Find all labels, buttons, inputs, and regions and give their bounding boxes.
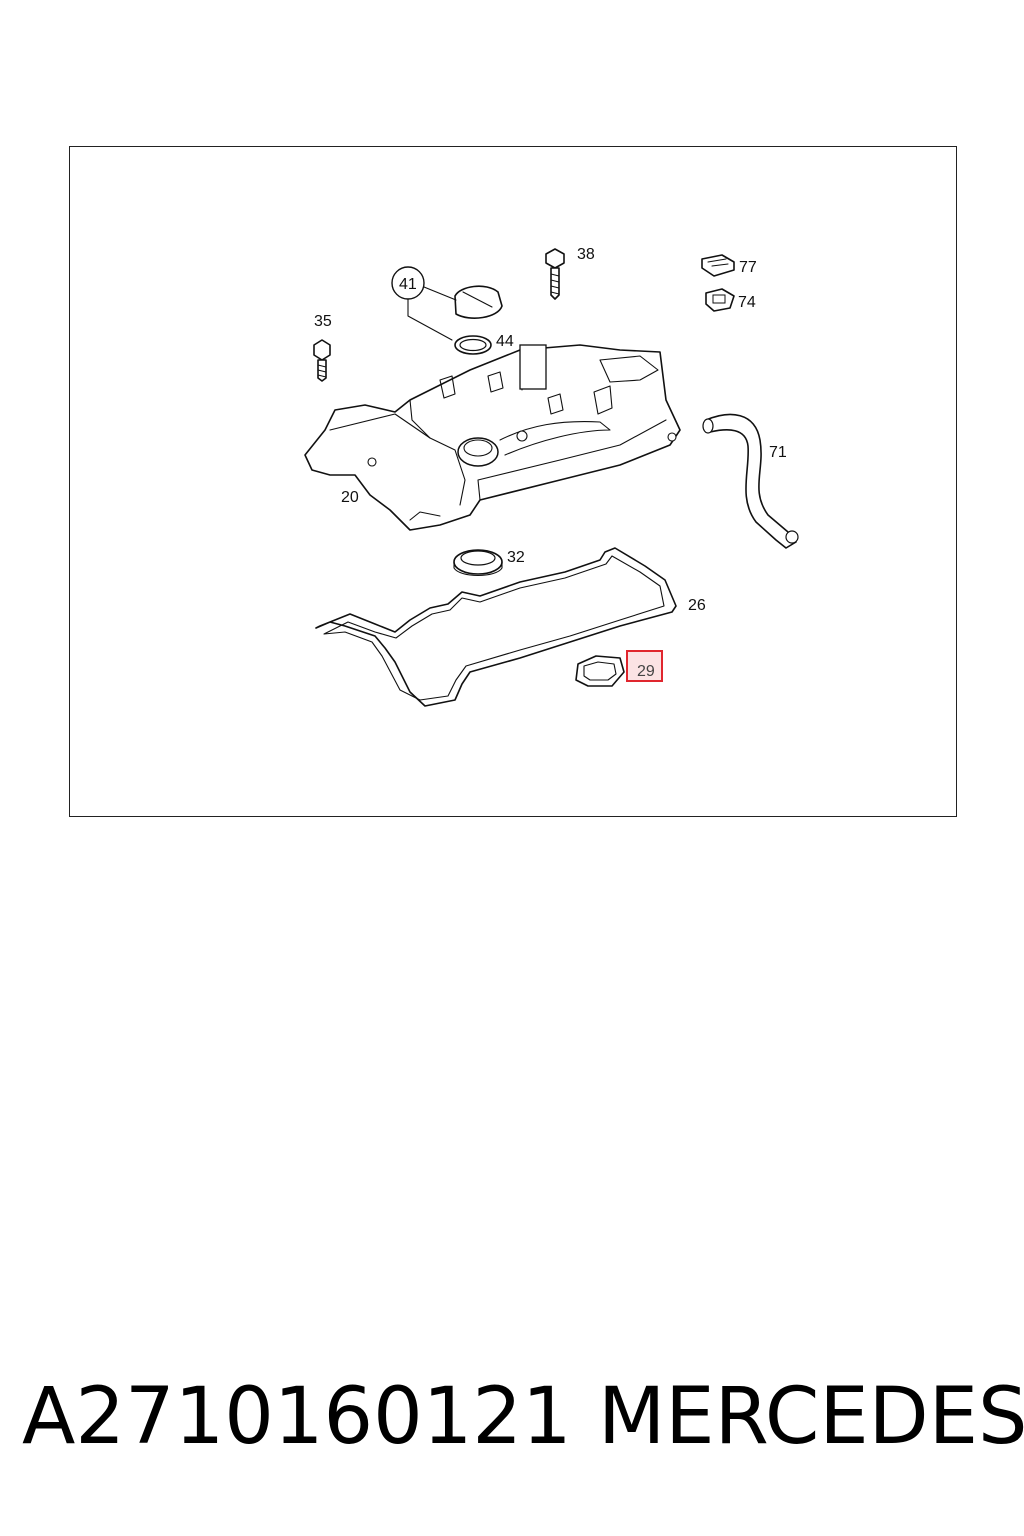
callout-26: 26 [688, 597, 706, 614]
part-caption: A2710160121 MERCEDES [0, 1372, 1024, 1472]
oil-cap-41-part [391, 266, 503, 341]
callout-29: 29 [637, 663, 655, 680]
callout-71: 71 [769, 444, 787, 461]
callout-35: 35 [314, 313, 332, 330]
bolt-38-part [545, 248, 565, 300]
callout-41: 41 [399, 276, 417, 293]
callout-20: 20 [341, 489, 359, 506]
callout-74: 74 [738, 294, 756, 311]
seal-ring-32-part [453, 549, 503, 577]
gasket-26-part [315, 547, 677, 707]
part-number: A2710160121 [22, 1372, 572, 1462]
brand-name: MERCEDES [598, 1372, 1024, 1462]
grommet-74-part [705, 288, 735, 312]
clip-77-part [701, 254, 735, 277]
callout-77: 77 [739, 259, 757, 276]
oring-44-part [454, 335, 492, 355]
callout-38: 38 [577, 246, 595, 263]
callout-44: 44 [496, 333, 514, 350]
cylinder-head-cover-20-part [304, 344, 681, 531]
breather-hose-71-part [702, 413, 799, 549]
callout-29-highlight[interactable]: 29 [626, 650, 663, 682]
seal-29-part [575, 655, 625, 687]
bolt-35-part [313, 339, 331, 382]
callout-32: 32 [507, 549, 525, 566]
